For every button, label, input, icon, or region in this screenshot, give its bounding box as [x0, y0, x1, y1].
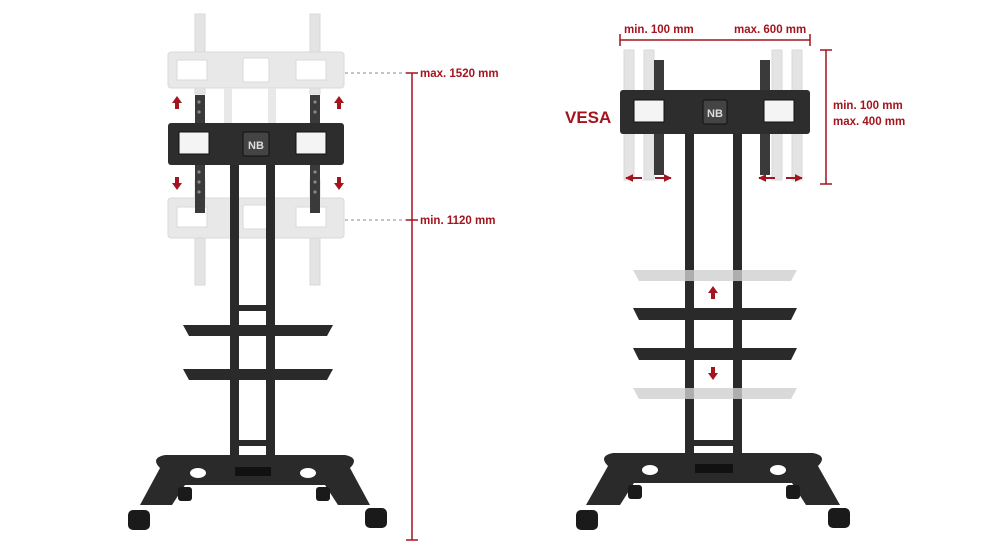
left-base [128, 455, 387, 530]
left-dimensions [345, 72, 418, 541]
left-shelf-upper [183, 325, 333, 336]
left-pole-right [266, 165, 275, 465]
right-shelf-ghost-top [633, 270, 797, 281]
nb-logo: NB [707, 108, 723, 120]
right-shelf-1 [633, 308, 797, 320]
right-shelf-2 [633, 348, 797, 360]
caster-icon [628, 485, 642, 499]
height-max-label: max. 400 mm [833, 116, 905, 128]
right-pole-right [733, 130, 742, 470]
left-stand: NB [128, 13, 387, 530]
arrow-down-icon [172, 177, 344, 190]
right-dimensions [619, 34, 832, 185]
caster-icon [828, 508, 850, 528]
right-shelf-ghost-bottom [633, 388, 797, 399]
right-pole-left [685, 130, 694, 470]
nb-logo: NB [248, 140, 264, 152]
caster-icon [576, 510, 598, 530]
left-pole-left [230, 165, 239, 465]
min-height-label: min. 1120 mm [420, 215, 495, 227]
height-min-label: min. 100 mm [833, 100, 903, 112]
arrow-down-icon [708, 367, 718, 380]
width-max-label: max. 600 mm [734, 24, 806, 36]
caster-icon [178, 487, 192, 501]
right-active-mount: NB [620, 60, 810, 175]
active-mount: NB [168, 95, 344, 213]
right-stand: NB [576, 49, 850, 530]
width-min-label: min. 100 mm [624, 24, 694, 36]
caster-icon [128, 510, 150, 530]
vesa-label: VESA [565, 108, 611, 127]
right-base [576, 453, 850, 530]
left-shelf-lower [183, 369, 333, 380]
max-height-label: max. 1520 mm [420, 68, 499, 80]
arrow-up-icon [172, 96, 344, 109]
caster-icon [365, 508, 387, 528]
ghost-mount-top [167, 13, 345, 128]
caster-icon [786, 485, 800, 499]
arrow-up-icon [708, 286, 718, 299]
caster-icon [316, 487, 330, 501]
